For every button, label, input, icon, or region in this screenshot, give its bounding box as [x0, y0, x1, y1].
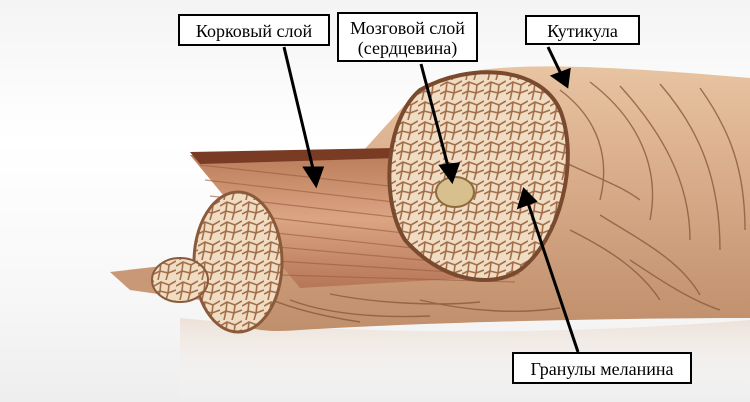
cortex-label-text: Корковый слой	[180, 21, 328, 41]
cortex-label: Корковый слой	[178, 14, 330, 46]
medulla-strand	[110, 258, 208, 302]
main-cross-section	[389, 72, 567, 280]
medulla-label-line1: Мозговой слой	[339, 18, 476, 38]
melanin-label-text: Гранулы меланина	[514, 359, 690, 379]
medulla-label: Мозговой слой (сердцевина)	[337, 12, 478, 62]
melanin-label: Гранулы меланина	[512, 352, 692, 384]
medulla-label-line2: (сердцевина)	[339, 38, 476, 58]
cuticle-label: Кутикула	[525, 15, 640, 45]
cuticle-label-text: Кутикула	[527, 21, 638, 41]
medulla-core	[436, 177, 474, 207]
front-cross-section	[194, 192, 282, 332]
